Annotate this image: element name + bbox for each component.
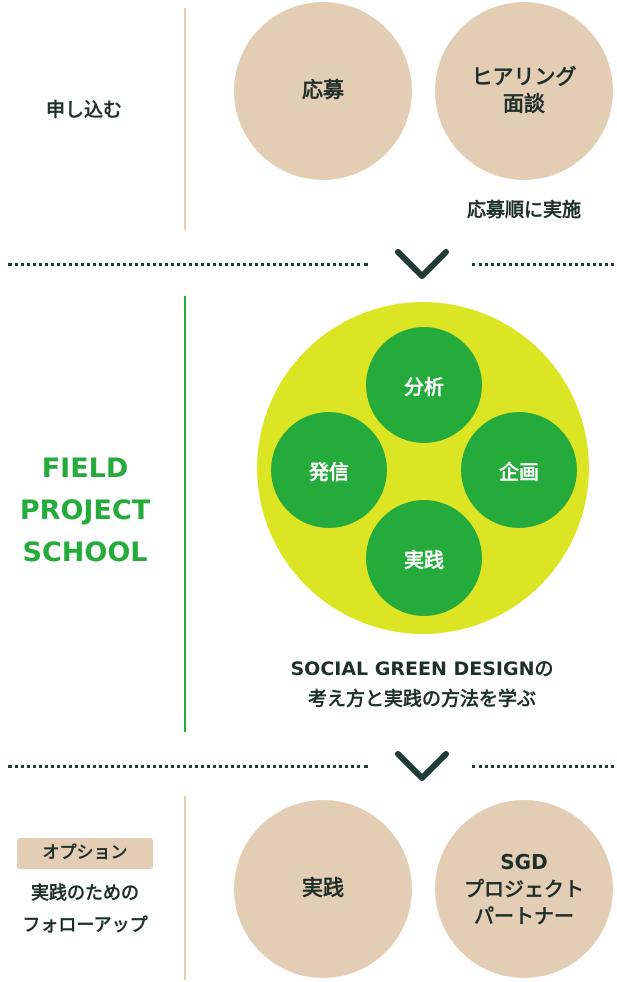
program-title-line: SCHOOL: [22, 537, 148, 568]
step-practice-label: 実践: [302, 876, 344, 901]
program-title-line: PROJECT: [19, 495, 151, 526]
program-caption-line: 考え方と実践の方法を学ぶ: [307, 688, 536, 710]
followup-label-line: フォローアップ: [22, 915, 148, 936]
program-caption-line: SOCIAL GREEN DESIGNの: [290, 658, 554, 680]
cycle-communication: 発信: [271, 412, 387, 528]
program-title-line: FIELD: [41, 453, 129, 484]
apply-order-note: 応募順に実施: [466, 199, 581, 221]
cycle-analysis: 分析: [366, 327, 482, 443]
cycle-practice: 実践: [366, 500, 482, 616]
chevron-down-icon: [395, 751, 449, 781]
cycle-planning: 企画: [461, 412, 577, 528]
apply-label: 申し込む: [45, 99, 122, 121]
cycle-analysis-label: 分析: [404, 374, 444, 399]
step-apply-label: 応募: [302, 78, 344, 103]
dotted-separator-left: [8, 263, 368, 266]
section3-divider: [184, 796, 186, 980]
step-practice: 実践: [234, 800, 412, 978]
program-caption: SOCIAL GREEN DESIGNの 考え方と実践の方法を学ぶ: [232, 654, 612, 714]
option-badge: オプション: [17, 838, 153, 869]
cycle-practice-label: 実践: [404, 547, 444, 572]
cycle-planning-label: 企画: [499, 459, 539, 484]
step-hearing-label: ヒアリング 面談: [471, 64, 577, 116]
section2-divider: [184, 296, 186, 732]
program-title: FIELD PROJECT SCHOOL: [10, 448, 160, 574]
dotted-separator-right: [472, 263, 614, 266]
section1-divider: [184, 8, 186, 230]
dotted-separator-right: [472, 765, 614, 768]
step-sgd-partner-label: SGD プロジェクト パートナー: [464, 849, 584, 928]
followup-label: 実践のための フォローアップ: [0, 878, 170, 942]
step-hearing: ヒアリング 面談: [435, 2, 613, 180]
followup-label-line: 実践のための: [31, 883, 139, 904]
cycle-communication-label: 発信: [309, 459, 349, 484]
step-apply: 応募: [234, 2, 412, 180]
dotted-separator-left: [8, 765, 368, 768]
chevron-down-icon: [395, 249, 449, 279]
step-sgd-partner: SGD プロジェクト パートナー: [435, 800, 613, 978]
